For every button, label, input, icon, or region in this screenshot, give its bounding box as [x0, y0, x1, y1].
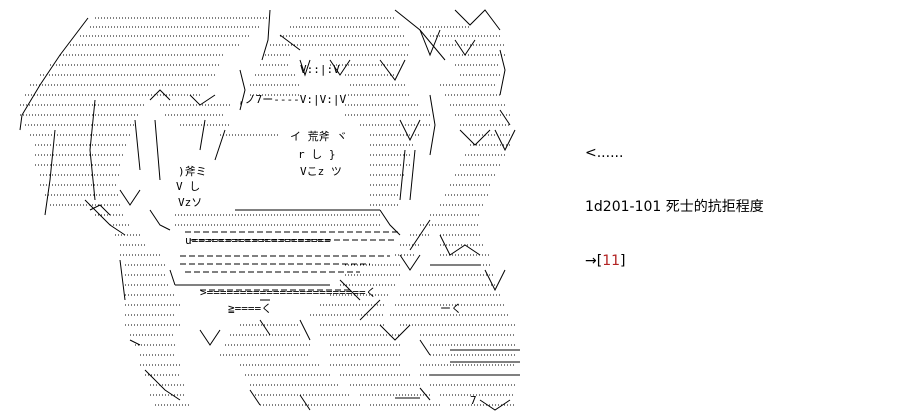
- art-fragment: ≧====く: [228, 302, 272, 315]
- ascii-art-drawing: V::|:V,ノ7ー----V:|V:|Vイ 荒斧 ヾr し })斧ミ Vこz ツ…: [19, 9, 520, 411]
- result-value: 11: [602, 253, 621, 269]
- art-fragment: V し: [176, 180, 200, 193]
- result-suffix: ]: [620, 253, 626, 269]
- art-fragment: ,ノ7ー----V:|V:|V: [238, 93, 346, 106]
- art-fragment: u=====================: [185, 234, 331, 247]
- art-fragment: イ 荒斧 ヾ: [290, 130, 347, 143]
- art-fragment: V::|:V: [300, 63, 340, 76]
- hatching-texture: [20, 17, 515, 406]
- art-fragment: r し }: [298, 148, 336, 161]
- caption-ellipsis-line: <......: [585, 145, 624, 161]
- art-fragment: Vこz ツ: [300, 165, 342, 178]
- art-fragment: >========================く: [200, 286, 377, 299]
- outline-strokes: [19, 9, 520, 411]
- art-fragment: ーく: [440, 302, 462, 315]
- art-fragment: )斧ミ: [178, 165, 207, 178]
- result-prefix: →[: [585, 253, 603, 269]
- caption-roll-line: 1d201-101 死士的抗拒程度: [585, 199, 764, 215]
- caption-result-line: →[11]: [585, 252, 764, 270]
- dice-roll-caption: <...... 1d201-101 死士的抗拒程度 →[11]: [585, 108, 764, 288]
- band-lines: [180, 231, 400, 291]
- art-fragment: 7: [470, 394, 477, 407]
- art-text-fragments: V::|:V,ノ7ー----V:|V:|Vイ 荒斧 ヾr し })斧ミ Vこz ツ…: [176, 63, 477, 407]
- art-fragment: Vzソ: [178, 196, 202, 209]
